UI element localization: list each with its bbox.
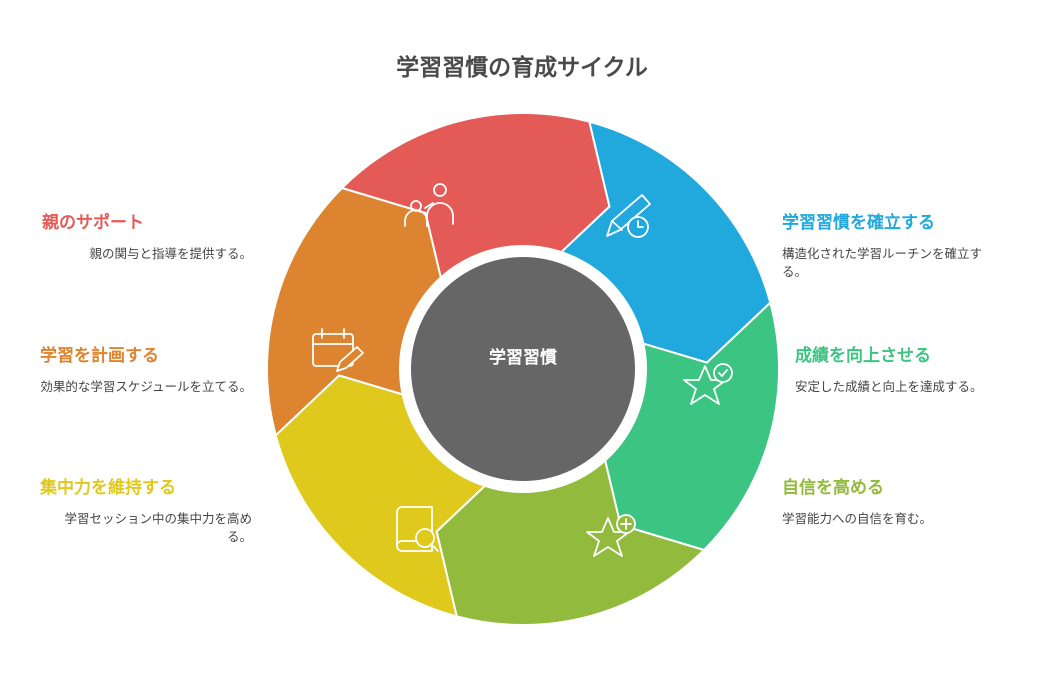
label-focus-heading: 集中力を維持する: [40, 478, 176, 498]
star-plus-icon: [586, 514, 636, 557]
label-focus-description: 学習セッション中の集中力を高める。: [64, 511, 252, 544]
label-parent-heading: 親のサポート: [42, 213, 144, 233]
label-parent: 親のサポート 親の関与と指導を提供する。: [42, 208, 252, 263]
label-parent-description: 親の関与と指導を提供する。: [89, 246, 252, 261]
label-plan-heading: 学習を計画する: [40, 346, 159, 366]
label-grades: 成績を向上させる 安定した成績と向上を達成する。: [795, 341, 995, 396]
pencil-clock-icon: [606, 194, 651, 238]
label-grades-description: 安定した成績と向上を達成する。: [795, 379, 983, 394]
center-circle: [411, 257, 635, 481]
diagram-title: 学習習慣の育成サイクル: [396, 55, 648, 81]
label-grades-heading: 成績を向上させる: [795, 346, 931, 366]
label-plan: 学習を計画する 効果的な学習スケジュールを立てる。: [40, 341, 252, 396]
parent-child-icon: [404, 183, 454, 227]
label-habit-description: 構造化された学習ルーチンを確立する。: [782, 246, 983, 279]
book-search-icon: [396, 506, 439, 552]
label-focus: 集中力を維持する 学習セッション中の集中力を高める。: [40, 473, 252, 546]
label-plan-description: 効果的な学習スケジュールを立てる。: [40, 379, 252, 394]
label-habit-heading: 学習習慣を確立する: [782, 213, 935, 233]
star-check-icon: [683, 363, 733, 405]
label-confidence: 自信を高める 学習能力への自信を育む。: [782, 473, 1012, 528]
label-habit: 学習習慣を確立する 構造化された学習ルーチンを確立する。: [782, 208, 997, 281]
center-label: 学習習慣: [489, 347, 557, 368]
calendar-edit-icon: [312, 328, 364, 372]
label-confidence-heading: 自信を高める: [782, 478, 884, 498]
label-confidence-description: 学習能力への自信を育む。: [782, 511, 933, 526]
